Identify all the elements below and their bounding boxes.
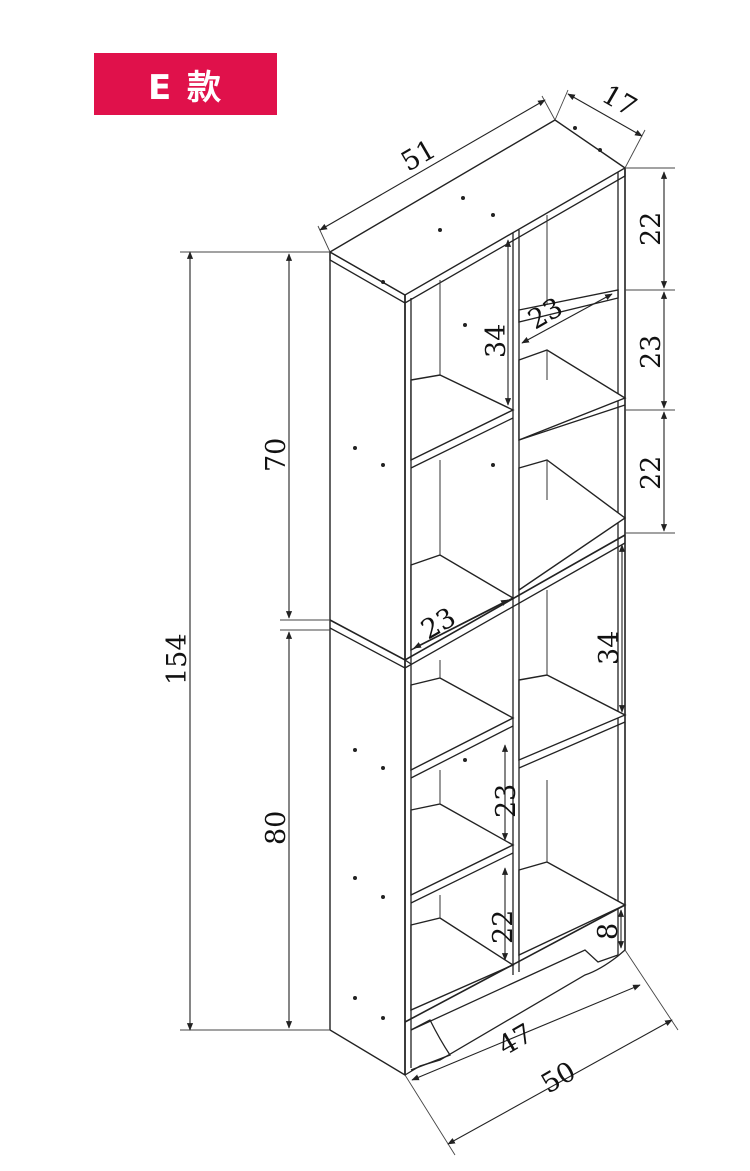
dim-lower-height: 80 [261,629,330,1029]
svg-text:23: 23 [636,335,667,369]
dim-total-height: 154 [162,251,330,1031]
dim-inner-lower-left-mid: 23 [491,744,522,841]
svg-text:154: 154 [162,633,193,685]
svg-text:80: 80 [261,811,292,845]
dim-inner-lower-right: 34 [594,544,626,713]
dim-upper-height: 70 [261,253,330,621]
cabinet-body [328,119,627,1077]
svg-text:34: 34 [481,324,512,358]
svg-text:22: 22 [636,456,667,490]
svg-text:22: 22 [636,212,667,246]
dim-inner-lower-left-bottom: 22 [488,867,519,961]
dim-inner-upper-left: 34 [481,239,512,406]
svg-text:34: 34 [594,631,625,665]
svg-text:22: 22 [488,910,519,944]
dim-right-side: 22 23 22 [625,167,675,534]
top-panel [328,119,627,296]
svg-text:51: 51 [396,134,441,178]
svg-text:8: 8 [593,923,624,940]
svg-text:23: 23 [491,784,522,818]
svg-text:50: 50 [536,1056,581,1100]
model-badge: E 款 [94,53,277,115]
svg-text:70: 70 [261,438,292,472]
side-panel [329,250,406,1077]
dim-plinth: 8 [593,909,625,949]
svg-text:23: 23 [523,292,568,336]
svg-text:17: 17 [597,79,642,123]
